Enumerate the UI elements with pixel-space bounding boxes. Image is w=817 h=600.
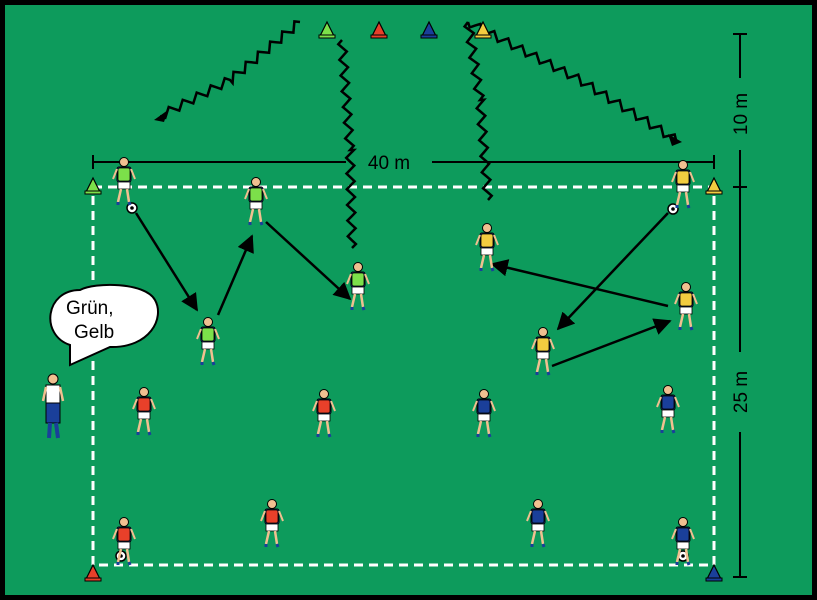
green-cone [84, 176, 102, 195]
green-player [196, 317, 220, 366]
yellow-player [674, 282, 698, 331]
red-player [260, 499, 284, 548]
zone-label: 10 m [731, 93, 752, 135]
green-player [244, 177, 268, 226]
green-player [112, 157, 136, 206]
red-player [132, 387, 156, 436]
pass-arrow [216, 234, 254, 316]
dribble-arrowhead [154, 110, 168, 122]
ball-icon [126, 202, 138, 214]
blue-player [671, 517, 695, 566]
pass-arrow [556, 212, 669, 331]
coach-figure [41, 373, 65, 439]
green-player [346, 262, 370, 311]
yellow-cone [705, 176, 723, 195]
width-label: 40 m [368, 153, 410, 174]
dribble-path [159, 20, 301, 120]
dribble-path [466, 21, 678, 141]
red-cone [84, 563, 102, 582]
blue-player [526, 499, 550, 548]
red-player [312, 389, 336, 438]
blue-player [656, 385, 680, 434]
yellow-player [531, 327, 555, 376]
yellow-player [671, 160, 695, 209]
playing-area [91, 185, 716, 567]
width-dimension: 40 m [92, 153, 715, 174]
dribble-path [336, 39, 358, 249]
red-cone [370, 20, 388, 39]
depth-label: 25 m [731, 371, 752, 413]
pass-arrow [265, 221, 352, 301]
depth-dimension: 10 m 25 m [731, 33, 752, 578]
yellow-cone [474, 20, 492, 39]
dribble-arrowhead [668, 134, 682, 146]
bubble-line-2: Gelb [74, 322, 114, 343]
pass-arrow [490, 259, 669, 308]
pass-arrow [134, 212, 199, 312]
coach-speech-bubble: Grün, Gelb [49, 283, 159, 367]
green-cone [318, 20, 336, 39]
blue-cone [420, 20, 438, 39]
dribble-path [462, 21, 494, 201]
bubble-line-1: Grün, [66, 298, 114, 319]
yellow-player [475, 223, 499, 272]
pass-arrow [551, 318, 672, 368]
blue-player [472, 389, 496, 438]
red-player [112, 517, 136, 566]
blue-cone [705, 563, 723, 582]
